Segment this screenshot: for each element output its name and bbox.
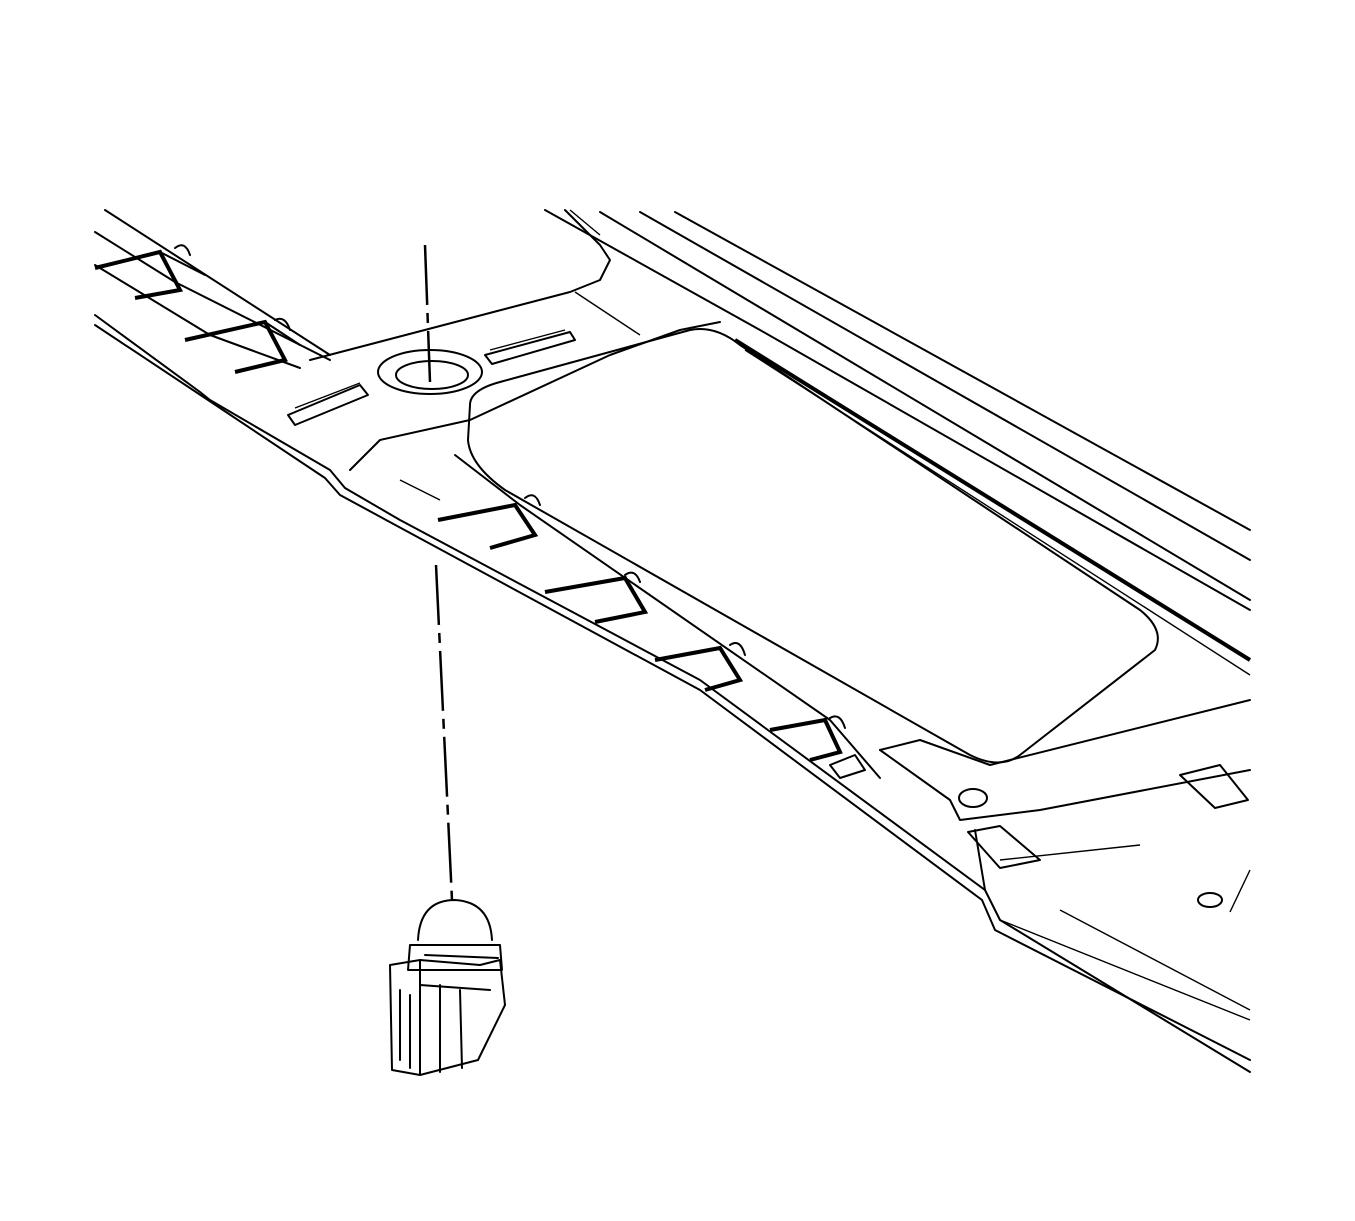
roof-panel <box>94 209 1252 1073</box>
alignment-lines <box>423 244 454 901</box>
connector-sensor <box>389 899 506 1076</box>
